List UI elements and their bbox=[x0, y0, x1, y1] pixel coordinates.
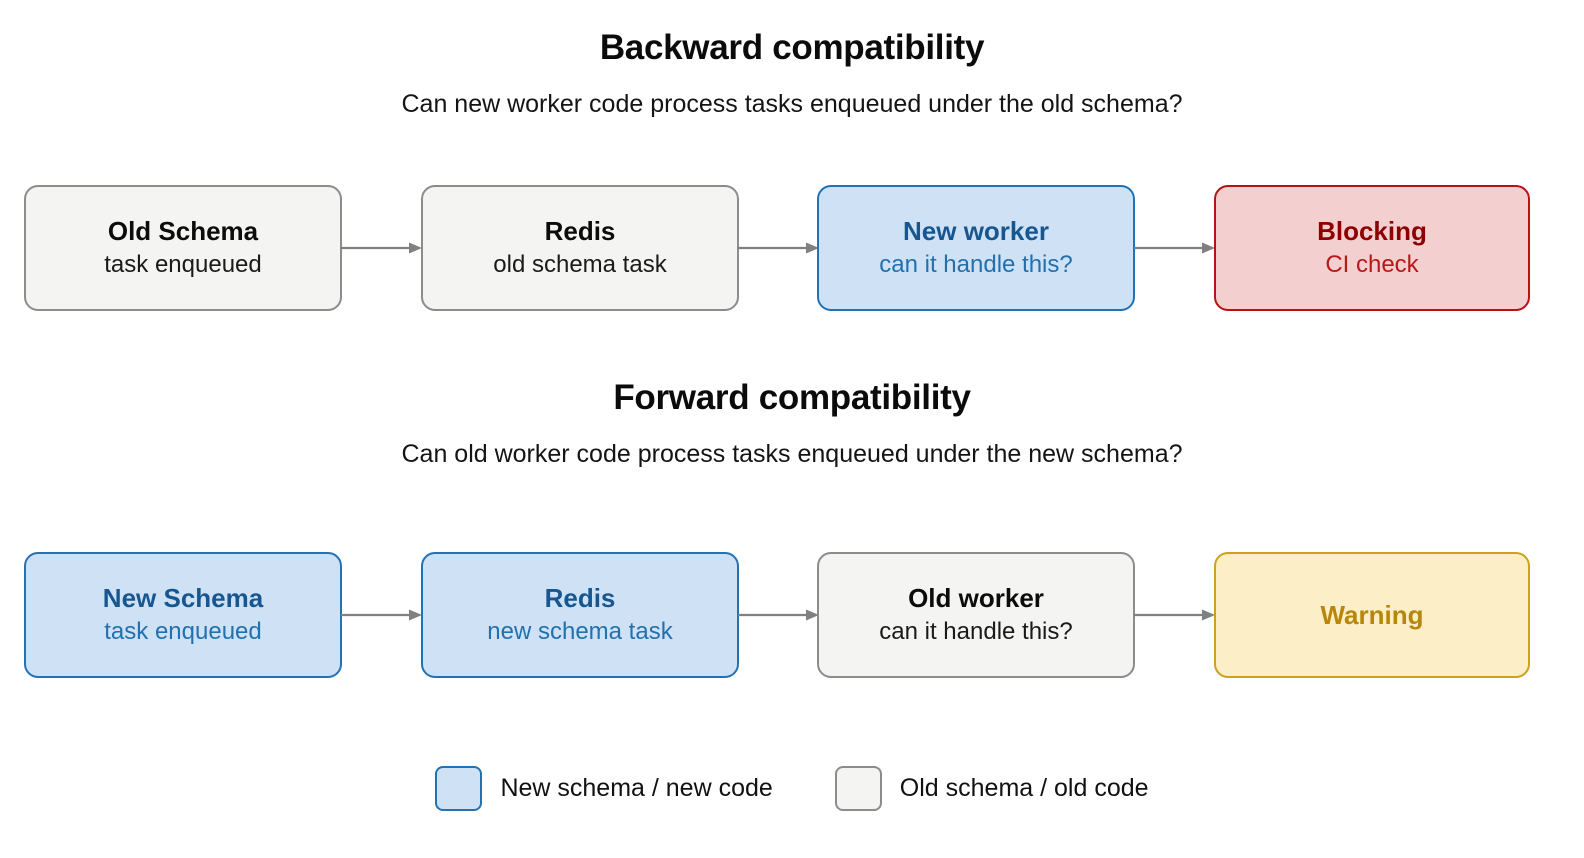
arrow-old-schema-to-redis bbox=[341, 240, 423, 256]
forward-section-subtitle: Can old worker code process tasks enqueu… bbox=[401, 440, 1183, 468]
node-subtitle: can it handle this? bbox=[879, 617, 1073, 645]
node-title: Blocking bbox=[1317, 216, 1427, 247]
node-title: Redis bbox=[544, 216, 616, 247]
node-subtitle: can it handle this? bbox=[879, 250, 1073, 278]
node-subtitle: old schema task bbox=[493, 250, 667, 278]
node-subtitle: new schema task bbox=[487, 617, 673, 645]
node-title: Old Schema bbox=[107, 216, 259, 247]
node-redis-old[interactable]: Redis old schema task bbox=[421, 185, 739, 311]
arrow-new-worker-to-blocking bbox=[1134, 240, 1216, 256]
node-blocking-ci-check[interactable]: Blocking CI check bbox=[1214, 185, 1530, 311]
legend-swatch-new-icon bbox=[435, 766, 483, 811]
legend-label-old: Old schema / old code bbox=[899, 774, 1149, 802]
node-title: Redis bbox=[544, 583, 616, 614]
arrow-redis-to-new-worker bbox=[738, 240, 820, 256]
node-title: New worker bbox=[903, 216, 1049, 247]
arrow-old-worker-to-warning bbox=[1134, 607, 1216, 623]
legend-swatch-old-icon bbox=[834, 766, 882, 811]
node-new-schema[interactable]: New Schema task enqueued bbox=[24, 552, 342, 678]
node-warning[interactable]: Warning bbox=[1214, 552, 1530, 678]
legend-item-new: New schema / new code bbox=[435, 766, 773, 811]
forward-flow-row: New Schema task enqueued Redis new schem… bbox=[0, 552, 1584, 680]
node-subtitle: CI check bbox=[1325, 250, 1419, 278]
backward-section-subtitle: Can new worker code process tasks enqueu… bbox=[401, 90, 1183, 118]
legend-label-new: New schema / new code bbox=[500, 774, 773, 802]
forward-section-title: Forward compatibility bbox=[613, 378, 971, 417]
node-old-worker[interactable]: Old worker can it handle this? bbox=[817, 552, 1135, 678]
node-old-schema[interactable]: Old Schema task enqueued bbox=[24, 185, 342, 311]
backward-section-title: Backward compatibility bbox=[599, 28, 985, 67]
legend: New schema / new code Old schema / old c… bbox=[0, 766, 1584, 811]
node-redis-new[interactable]: Redis new schema task bbox=[421, 552, 739, 678]
node-title: Old worker bbox=[908, 583, 1044, 614]
arrow-redis-to-old-worker bbox=[738, 607, 820, 623]
node-title: Warning bbox=[1320, 599, 1424, 630]
node-title: New Schema bbox=[102, 583, 264, 614]
node-subtitle: task enqueued bbox=[104, 617, 262, 645]
backward-flow-row: Old Schema task enqueued Redis old schem… bbox=[0, 185, 1584, 313]
node-new-worker[interactable]: New worker can it handle this? bbox=[817, 185, 1135, 311]
legend-item-old: Old schema / old code bbox=[834, 766, 1149, 811]
node-subtitle: task enqueued bbox=[104, 250, 262, 278]
arrow-new-schema-to-redis bbox=[341, 607, 423, 623]
